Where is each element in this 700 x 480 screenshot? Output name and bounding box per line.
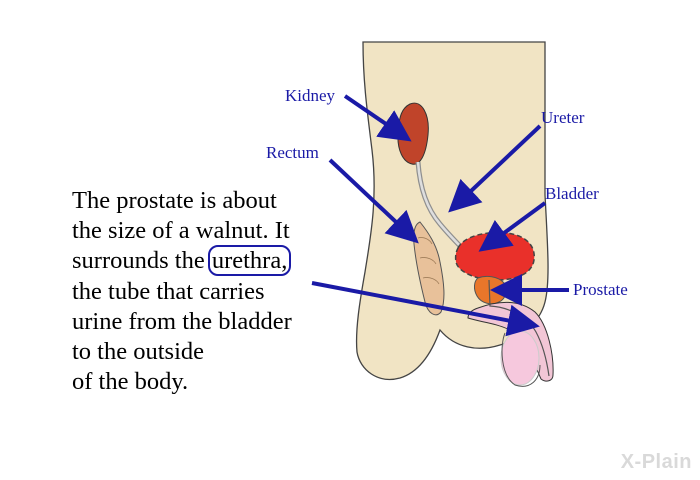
text-line: surrounds the urethra, xyxy=(72,245,372,277)
rectum-arrow xyxy=(328,158,419,244)
kidney-label: Kidney xyxy=(285,86,336,105)
text-line: of the body. xyxy=(72,368,189,396)
text-line: the tube that carries xyxy=(72,277,265,305)
urethra-arrow xyxy=(311,281,540,337)
description-text: The prostate is about the size of a waln… xyxy=(72,186,372,397)
text-line: The prostate is about xyxy=(72,187,277,214)
urethra-highlight: urethra, xyxy=(207,245,292,277)
text-line: urine from the bladder xyxy=(72,307,292,335)
bladder-label: Bladder xyxy=(545,184,599,203)
bladder-organ xyxy=(454,231,535,281)
prostate-label: Prostate xyxy=(573,280,628,299)
bladder-arrow xyxy=(478,201,547,252)
text-segment: surrounds the xyxy=(72,247,211,275)
ureter-arrow xyxy=(448,124,542,213)
text-line: the size of a walnut. It xyxy=(72,217,290,245)
kidney-arrow xyxy=(343,94,412,142)
rectum-label: Rectum xyxy=(266,143,319,162)
text-line: to the outside xyxy=(72,338,205,366)
testis-organ xyxy=(500,330,540,386)
xplain-logo: X-Plain xyxy=(620,451,692,473)
ureter-label: Ureter xyxy=(541,108,585,127)
